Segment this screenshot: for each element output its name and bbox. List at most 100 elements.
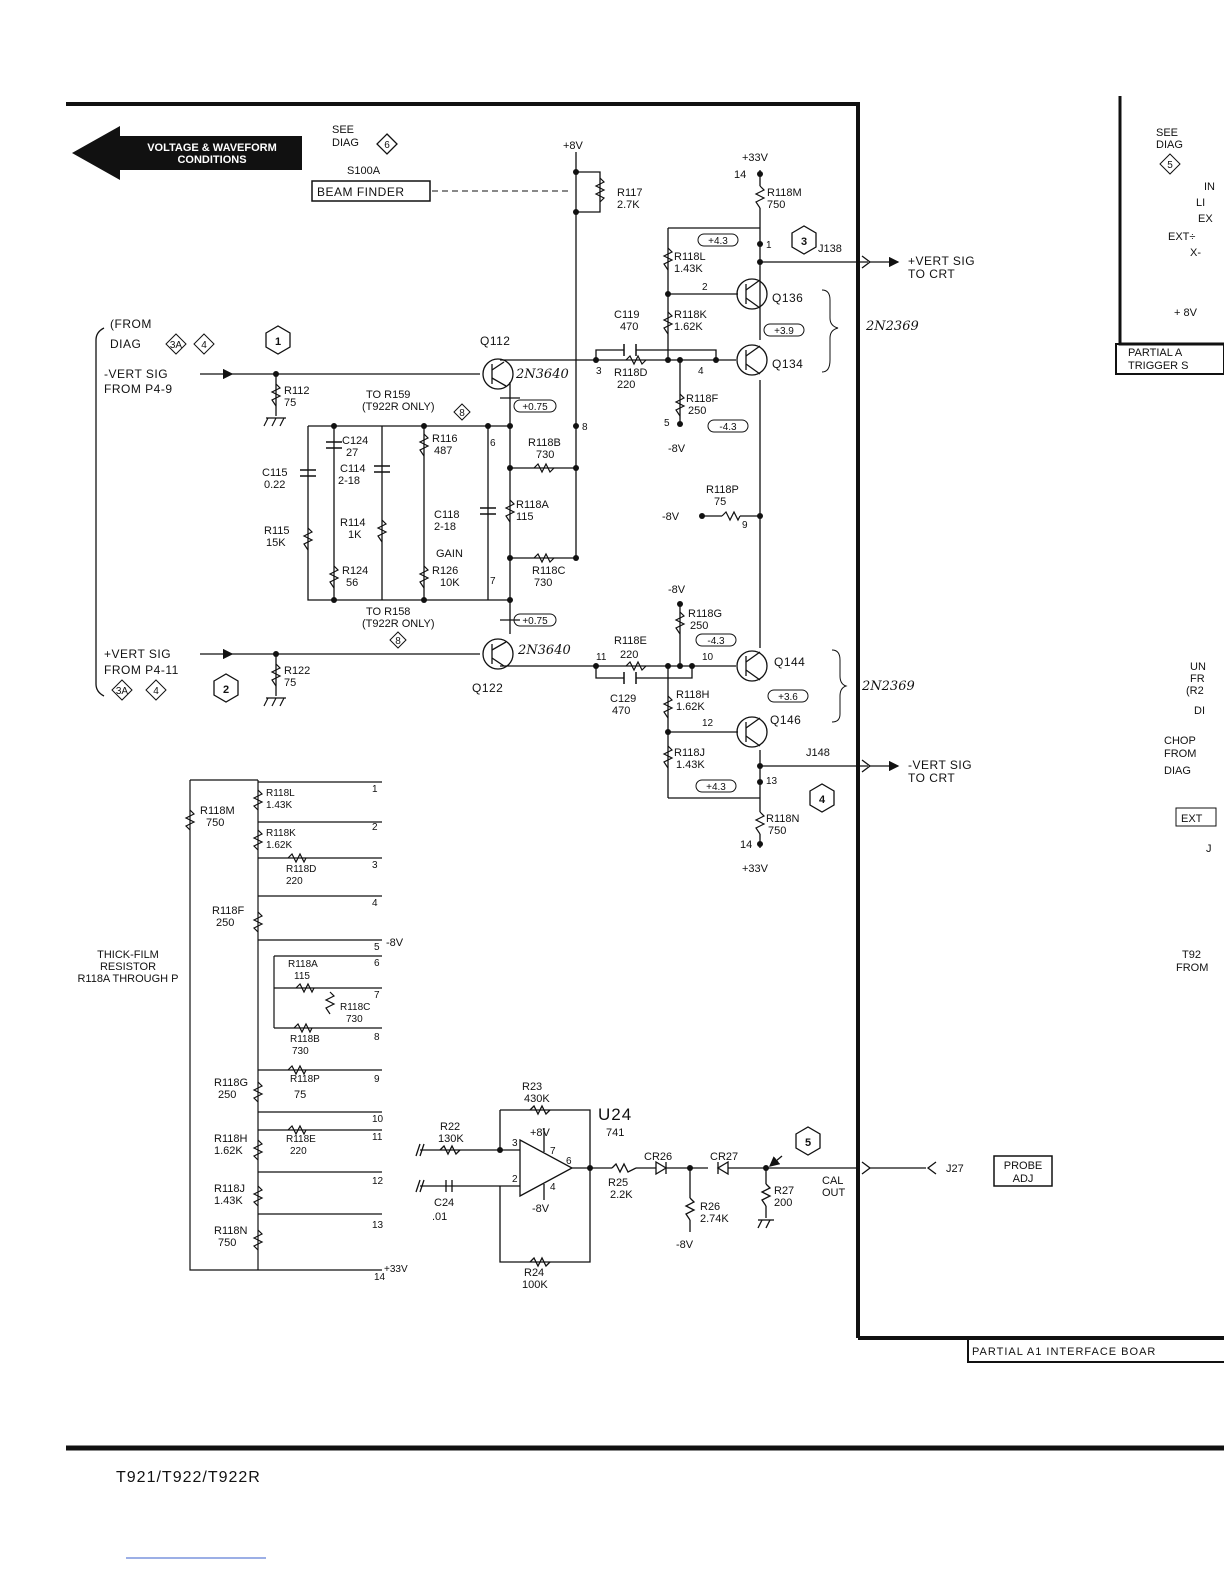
beam-finder-switch[interactable]: BEAM FINDER [311,180,431,202]
svg-text:C24: C24 [434,1197,454,1209]
plus8v-top: +8V [563,140,584,152]
svg-text:200: 200 [774,1197,792,1209]
svg-text:R118E: R118E [614,635,647,647]
svg-text:+3.9: +3.9 [774,326,794,337]
svg-text:2N2369: 2N2369 [865,319,919,334]
svg-text:+8V: +8V [530,1127,551,1139]
svg-text:730: 730 [292,1046,309,1057]
svg-text:11: 11 [596,652,607,663]
svg-text:1.62K: 1.62K [674,321,703,333]
svg-text:2-18: 2-18 [434,521,456,533]
svg-text:7: 7 [490,576,496,587]
svg-text:130K: 130K [438,1133,464,1145]
svg-text:8: 8 [582,422,588,433]
svg-text:R27: R27 [774,1185,794,1197]
svg-text:C119: C119 [614,309,639,321]
svg-text:EXT: EXT [1181,813,1203,825]
svg-text:1.62K: 1.62K [676,701,705,713]
svg-text:115: 115 [516,511,534,523]
svg-text:J138: J138 [818,243,842,255]
svg-text:CONDITIONS: CONDITIONS [177,154,246,166]
test-point-5: 5 [795,1126,821,1156]
svg-text:4: 4 [698,366,704,377]
svg-text:8: 8 [374,1032,380,1043]
ground-symbols [263,417,286,707]
probe-adj-box: PROBE ADJ [993,1155,1053,1187]
svg-text:.01: .01 [432,1211,447,1223]
svg-text:75: 75 [284,677,296,689]
svg-text:R118G: R118G [688,608,722,620]
svg-text:+VERT SIG: +VERT SIG [908,254,975,268]
svg-text:R118D: R118D [286,864,316,875]
svg-text:9: 9 [374,1074,380,1085]
svg-text:12: 12 [372,1176,384,1187]
junction-dots [273,169,763,847]
svg-text:0.22: 0.22 [264,479,285,491]
svg-text:CHOP: CHOP [1164,735,1196,747]
svg-text:250: 250 [690,620,708,632]
svg-text:75: 75 [284,397,296,409]
svg-text:R118H: R118H [676,689,709,701]
svg-text:2-18: 2-18 [338,475,360,487]
svg-text:5: 5 [374,942,380,953]
svg-text:+4.3: +4.3 [706,782,726,793]
svg-text:TO R159: TO R159 [366,389,410,401]
svg-text:1.43K: 1.43K [214,1195,243,1207]
svg-text:Q134: Q134 [772,357,803,371]
svg-text:R118A: R118A [288,959,318,970]
svg-text:3: 3 [801,236,807,248]
svg-text:1: 1 [372,784,378,795]
resistor-symbols [270,177,766,835]
svg-text:R118C: R118C [532,565,565,577]
svg-text:730: 730 [536,449,554,461]
svg-text:250: 250 [216,917,234,929]
svg-text:GAIN: GAIN [436,548,463,560]
svg-text:R118J: R118J [214,1183,245,1195]
svg-text:430K: 430K [524,1093,550,1105]
svg-text:-8V: -8V [676,1239,694,1251]
svg-text:R117: R117 [617,187,642,199]
svg-text:+0.75: +0.75 [522,616,548,627]
svg-text:THICK-FILM: THICK-FILM [97,949,159,961]
svg-text:R118C: R118C [340,1002,370,1013]
svg-text:2: 2 [512,1174,518,1185]
voltage-waveform-arrow[interactable]: VOLTAGE & WAVEFORM CONDITIONS [72,126,302,180]
svg-text:SEE: SEE [332,124,354,136]
component-labels: R117 2.7K R118M 750 R118L 1.43K R118K 1.… [262,169,975,875]
svg-text:C118: C118 [434,509,459,521]
svg-text:R22: R22 [440,1121,460,1133]
svg-text:+3.6: +3.6 [778,692,798,703]
svg-text:56: 56 [346,577,358,589]
plus33v-top: +33V [742,152,769,164]
board-frame [66,96,1224,1451]
svg-text:-8V: -8V [662,511,680,523]
svg-text:DIAG: DIAG [1156,139,1183,151]
svg-text:J148: J148 [806,747,830,759]
svg-text:4: 4 [153,686,159,697]
svg-text:-4.3: -4.3 [707,636,725,647]
svg-text:2N3640: 2N3640 [517,643,571,658]
svg-text:7: 7 [550,1146,556,1157]
svg-text:R118B: R118B [290,1034,320,1045]
svg-text:PARTIAL A: PARTIAL A [1128,347,1183,359]
cal-circuit-labels: R23 430K U24 741 +8V -8V R22 130K C24 .0… [432,1081,964,1291]
thick-film-network [184,779,382,1271]
svg-text:R118P: R118P [706,484,739,496]
svg-text:+33V: +33V [384,1264,408,1275]
svg-text:BEAM FINDER: BEAM FINDER [317,185,405,199]
svg-text:J: J [1206,843,1212,855]
svg-text:9: 9 [742,520,748,531]
svg-text:LI: LI [1196,197,1205,209]
svg-text:5: 5 [664,418,670,429]
right-panel-cut: SEE DIAG 5 IN LI EX EXT÷ X- + 8V PARTIAL… [1128,127,1217,974]
svg-text:220: 220 [617,379,635,391]
svg-text:TO CRT: TO CRT [908,771,955,785]
svg-text:1.62K: 1.62K [214,1145,243,1157]
svg-text:DI: DI [1194,705,1205,717]
svg-text:750: 750 [218,1237,236,1249]
svg-text:5: 5 [805,1137,811,1149]
svg-text:-8V: -8V [386,937,404,949]
svg-text:5: 5 [1167,160,1173,171]
svg-text:3: 3 [596,366,602,377]
svg-text:(FROM: (FROM [110,317,152,331]
